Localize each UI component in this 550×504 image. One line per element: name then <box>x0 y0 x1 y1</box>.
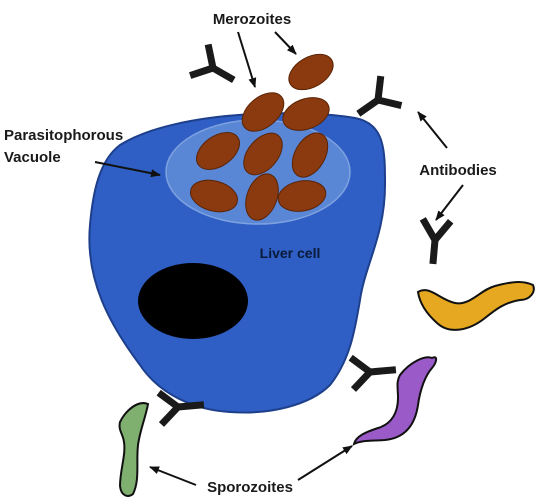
sporozoite-green <box>118 402 150 497</box>
merozoites-label: Merozoites <box>213 11 291 28</box>
merozoite <box>288 53 334 91</box>
arrows-group <box>94 31 464 486</box>
arrow-antibodies-up <box>417 111 448 149</box>
sporozoite-purple <box>352 356 438 446</box>
vacuole-label-line1: Parasitophorous <box>4 127 123 144</box>
merozoite <box>189 179 239 213</box>
vacuole-label-line2: Vacuole <box>4 149 61 166</box>
sporozoite-yellow <box>416 281 535 331</box>
merozoite <box>291 132 329 178</box>
arrow-antibodies-down <box>435 184 464 221</box>
arrow-sporozoites-right <box>297 445 353 481</box>
merozoite <box>277 180 327 212</box>
merozoites-group <box>189 53 334 221</box>
merozoite <box>196 132 240 170</box>
antibody <box>348 354 397 392</box>
antibody <box>419 217 454 265</box>
antibody <box>156 389 205 427</box>
antibodies-label: Antibodies <box>419 162 497 179</box>
arrow-merozoites-to-released <box>274 31 297 55</box>
merozoite <box>241 92 285 132</box>
antibody <box>189 43 236 84</box>
antibody <box>356 75 403 117</box>
antibodies-group <box>156 43 454 427</box>
merozoite <box>245 173 279 221</box>
liver-cell-label: Liver cell <box>260 245 321 261</box>
nucleus <box>138 263 248 339</box>
arrow-merozoites-to-cell <box>237 31 257 88</box>
merozoite <box>243 132 283 176</box>
arrow-vacuole-label <box>94 161 161 178</box>
sporozoites-label: Sporozoites <box>207 479 293 496</box>
merozoite <box>282 97 330 131</box>
arrow-sporozoites-left <box>149 466 197 486</box>
